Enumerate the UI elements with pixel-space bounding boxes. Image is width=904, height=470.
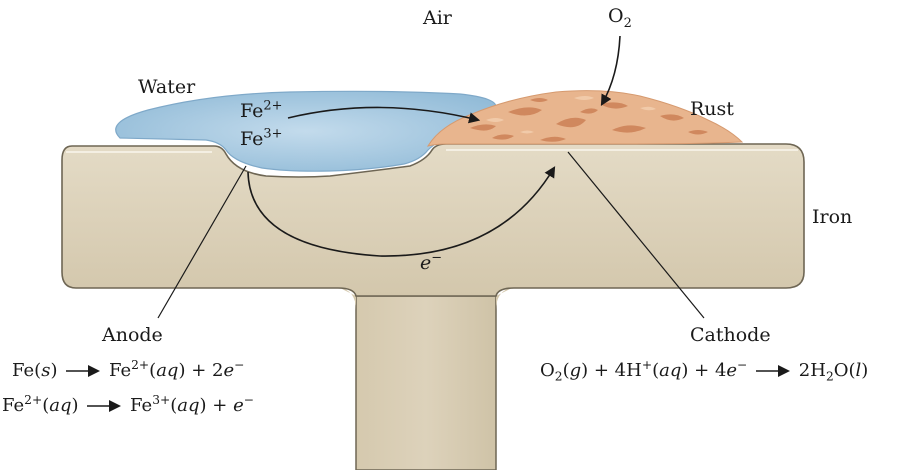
eq-text: Fe — [108, 360, 132, 381]
cathode-equation: O2(g) + 4H+(aq) + 4e− 2H2O(l) — [540, 359, 869, 383]
ferrous-ion-label: Fe2+ — [240, 98, 283, 122]
cathode-label: Cathode — [690, 324, 771, 346]
eq-sup: − — [737, 358, 748, 372]
eq-sup: 2+ — [131, 358, 150, 372]
eq-text: ) + 4H — [581, 360, 642, 381]
anode-label: Anode — [102, 324, 163, 346]
eq-electron: e — [233, 395, 244, 416]
eq-sub: 2 — [554, 369, 563, 384]
eq-sup: − — [234, 358, 245, 372]
iron-label: Iron — [812, 206, 853, 228]
anode-leader-line — [157, 165, 247, 319]
reaction-arrow-icon — [87, 400, 122, 412]
eq-state: s — [41, 360, 51, 381]
eq-state: aq — [659, 360, 682, 381]
rust-pile — [426, 90, 744, 147]
eq-text: ) + 2 — [178, 360, 224, 381]
eq-text: ) — [71, 395, 79, 416]
eq-state: l — [855, 360, 862, 381]
electron-charge: − — [431, 250, 443, 266]
eq-text: Fe — [2, 395, 25, 416]
anode-equation-1: Fe(s) Fe2+(aq) + 2e− — [12, 359, 244, 381]
eq-text: 2H — [798, 360, 826, 381]
ferric-symbol: Fe — [240, 128, 264, 150]
eq-sup: − — [243, 393, 255, 407]
water-label: Water — [138, 76, 196, 98]
iron-stem — [355, 295, 497, 470]
eq-text: ( — [149, 360, 157, 381]
rust-texture — [470, 98, 708, 142]
electron-symbol: e — [420, 252, 432, 274]
electron-flow-arrow — [247, 166, 556, 257]
eq-text: ( — [652, 360, 660, 381]
reaction-arrow-icon — [756, 365, 791, 377]
iron-plate — [61, 143, 805, 297]
ferric-ion-label: Fe3+ — [240, 126, 283, 150]
ferrous-symbol: Fe — [240, 100, 264, 122]
ion-migration-arrow — [287, 106, 481, 124]
anode-equation-2: Fe2+(aq) Fe3+(aq) + e− — [2, 394, 254, 416]
electron-label: e− — [420, 250, 443, 274]
oxygen-symbol: O — [608, 5, 624, 27]
oxygen-label: O2 — [608, 5, 632, 30]
eq-state: aq — [49, 395, 72, 416]
eq-state: aq — [156, 360, 179, 381]
eq-state: g — [569, 360, 582, 381]
eq-sup: 3+ — [152, 393, 171, 407]
air-label: Air — [423, 7, 452, 29]
reaction-arrow-icon — [66, 365, 101, 377]
eq-text: O — [540, 360, 555, 381]
rust-label: Rust — [690, 98, 734, 120]
eq-text: ) — [861, 360, 869, 381]
oxygen-arrow — [600, 35, 621, 106]
eq-text: O( — [833, 360, 856, 381]
eq-electron: e — [726, 360, 738, 381]
eq-text: ) — [50, 360, 58, 381]
eq-sup: 2+ — [24, 393, 43, 407]
eq-text: Fe — [130, 395, 153, 416]
eq-text: ) + — [199, 395, 234, 416]
rust-highlights — [486, 96, 656, 134]
cathode-leader-line — [567, 151, 705, 319]
eq-text: ( — [562, 360, 570, 381]
eq-text: ) + 4 — [681, 360, 727, 381]
eq-text: Fe( — [12, 360, 42, 381]
oxygen-subscript: 2 — [623, 15, 632, 31]
ferrous-charge: 2+ — [263, 98, 283, 114]
eq-sup: + — [641, 358, 653, 372]
eq-sub: 2 — [825, 369, 834, 384]
ferric-charge: 3+ — [263, 126, 283, 142]
eq-text: ( — [170, 395, 178, 416]
iron-bevel — [66, 149, 798, 153]
eq-text: ( — [42, 395, 50, 416]
eq-electron: e — [223, 360, 235, 381]
eq-state: aq — [177, 395, 200, 416]
